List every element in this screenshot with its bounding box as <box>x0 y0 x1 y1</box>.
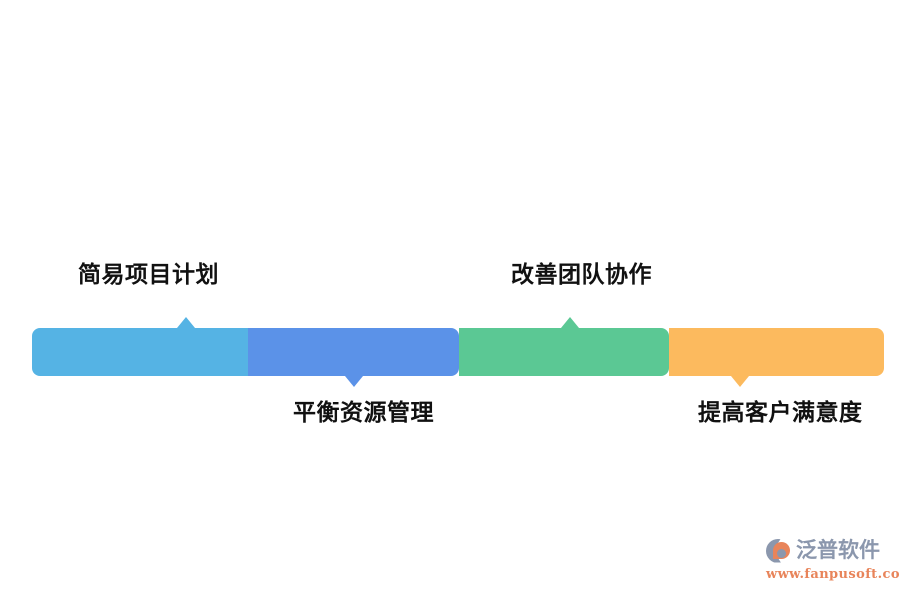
bar-segment-1 <box>32 328 248 376</box>
brand-name: 泛普软件 <box>796 538 880 562</box>
fanpu-logo-icon <box>766 538 792 564</box>
bar-segment-4 <box>669 328 884 376</box>
segment-label-1: 简易项目计划 <box>78 262 219 288</box>
segment-label-4: 提高客户满意度 <box>698 400 863 426</box>
brand-lockup: 泛普软件 <box>766 537 880 565</box>
pointer-up-icon-1 <box>177 317 195 328</box>
pointer-down-icon-2 <box>345 376 363 387</box>
pointer-down-icon-4 <box>731 376 749 387</box>
bar-segment-2 <box>248 328 459 376</box>
segment-label-3: 改善团队协作 <box>511 262 652 288</box>
brand-url: www.fanpusoft.com <box>766 566 900 582</box>
segment-label-2: 平衡资源管理 <box>293 400 434 426</box>
pointer-up-icon-3 <box>561 317 579 328</box>
segmented-process-bar <box>32 317 884 387</box>
brand-watermark: 泛普软件 www.fanpusoft.com <box>766 534 900 584</box>
bar-segment-3 <box>459 328 669 376</box>
